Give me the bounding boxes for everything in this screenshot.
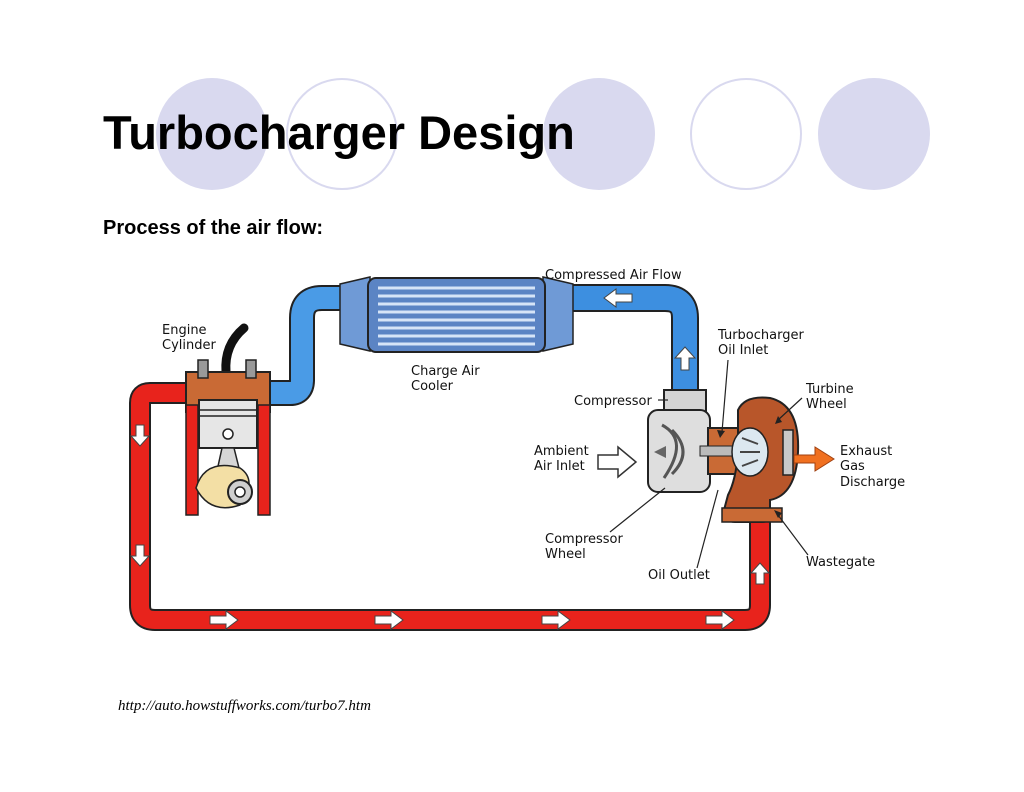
slide-title: Turbocharger Design — [103, 106, 575, 159]
decorative-circle — [818, 78, 930, 190]
decorative-circle — [286, 78, 398, 190]
charge-air-cooler — [339, 276, 574, 353]
ambient-air-arrow-icon — [597, 445, 638, 479]
decorative-circle — [690, 78, 802, 190]
leader-arrowheads — [717, 416, 782, 518]
arrow-right-icon — [705, 610, 735, 630]
exhaust-flow-arrows — [129, 424, 771, 630]
arrow-up-icon — [673, 346, 697, 371]
compressed-air-arrows — [603, 288, 697, 371]
decorative-circle — [156, 78, 268, 190]
label-compressor: Compressor — [574, 394, 653, 409]
exhaust-discharge-arrow-icon — [793, 446, 835, 472]
arrow-right-icon — [374, 610, 404, 630]
engine-cylinder — [185, 323, 271, 516]
decorative-circle — [543, 78, 655, 190]
label-compressed-air-flow: Compressed Air Flow — [545, 268, 682, 283]
label-wastegate: Wastegate — [806, 555, 875, 570]
label-oil-outlet: Oil Outlet — [648, 568, 710, 583]
arrow-right-icon — [541, 610, 571, 630]
exhaust-pipe — [129, 382, 771, 631]
compressed-air-pipe — [268, 284, 699, 406]
arrow-down-icon — [129, 424, 151, 447]
arrow-up-icon — [749, 562, 771, 585]
slide-subtitle: Process of the air flow: — [103, 217, 324, 239]
leader-lines — [609, 359, 809, 569]
turbocharger-unit — [647, 389, 800, 523]
arrow-down-icon — [129, 544, 151, 567]
arrow-left-icon — [603, 288, 633, 308]
arrow-right-icon — [209, 610, 239, 630]
source-url: http://auto.howstuffworks.com/turbo7.htm — [118, 698, 371, 714]
